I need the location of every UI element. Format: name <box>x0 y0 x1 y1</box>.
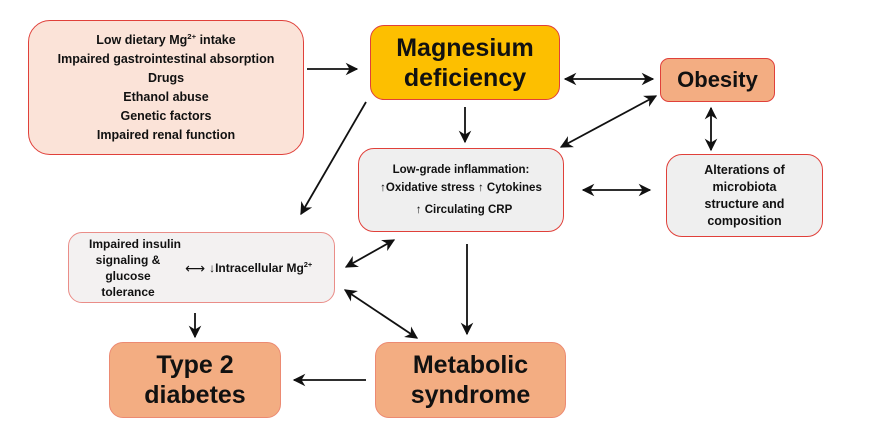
up-arrow-icon: ↑ <box>477 182 484 194</box>
inflammation-title: Low-grade inflammation: <box>392 164 530 176</box>
arrow-inflammation-insulin <box>344 239 396 268</box>
arrow-mg-deficiency-to-insulin <box>300 101 367 216</box>
oxidative-stress: Oxidative stress <box>385 182 475 194</box>
obesity-box: Obesity <box>660 58 775 102</box>
up-arrow-icon: ↑ <box>380 182 386 194</box>
cause-low-dietary-mg: Low dietary Mg2+ intake <box>96 31 236 47</box>
arrow-obesity-inflammation <box>559 95 658 148</box>
arrow-insulin-metabolic <box>343 289 419 339</box>
magnesium-deficiency-box: Magnesium deficiency <box>370 25 560 100</box>
metabolic-syndrome-box: Metabolic syndrome <box>375 342 566 418</box>
microbiota-box: Alterations of microbiota structure and … <box>666 154 823 237</box>
cytokines: Cytokines <box>486 182 542 194</box>
metabolic-line1: Metabolic <box>412 351 529 379</box>
obesity-label: Obesity <box>677 67 758 92</box>
microbiota-line3: structure and <box>704 196 785 211</box>
metabolic-line2: syndrome <box>410 381 531 409</box>
cause-drugs: Drugs <box>147 70 185 85</box>
inflammation-box: Low-grade inflammation: ↑Oxidative stres… <box>358 148 564 232</box>
microbiota-line4: composition <box>707 213 782 228</box>
double-arrow-icon: ⟷ <box>185 259 206 276</box>
inflammation-row2: ↑ Circulating CRP <box>416 201 513 219</box>
cause-genetic: Genetic factors <box>120 108 212 123</box>
type2-diabetes-box: Type 2 diabetes <box>109 342 281 418</box>
mg-deficiency-line2: deficiency <box>403 63 527 92</box>
microbiota-line2: microbiota <box>712 179 777 194</box>
cause-gi-absorption: Impaired gastrointestinal absorption <box>57 51 275 66</box>
mg-deficiency-line1: Magnesium <box>396 33 534 62</box>
type2-line2: diabetes <box>144 381 246 409</box>
microbiota-line1: Alterations of <box>704 162 785 177</box>
cause-ethanol: Ethanol abuse <box>123 89 209 104</box>
down-arrow-icon: ↓ <box>209 260 216 275</box>
insulin-signaling-text: Impaired insulin signaling & glucose tol… <box>89 236 182 299</box>
causes-box: Low dietary Mg2+ intake Impaired gastroi… <box>28 20 304 155</box>
cause-renal: Impaired renal function <box>96 127 236 142</box>
inflammation-row1: ↑Oxidative stress ↑ Cytokines <box>380 179 542 197</box>
up-arrow-icon: ↑ <box>415 204 422 216</box>
circulating-crp: Circulating CRP <box>424 204 513 216</box>
insulin-box: Impaired insulin signaling & glucose tol… <box>68 232 335 303</box>
intracellular-mg: ↓Intracellular Mg2+ <box>209 259 313 275</box>
type2-line1: Type 2 <box>156 351 234 379</box>
